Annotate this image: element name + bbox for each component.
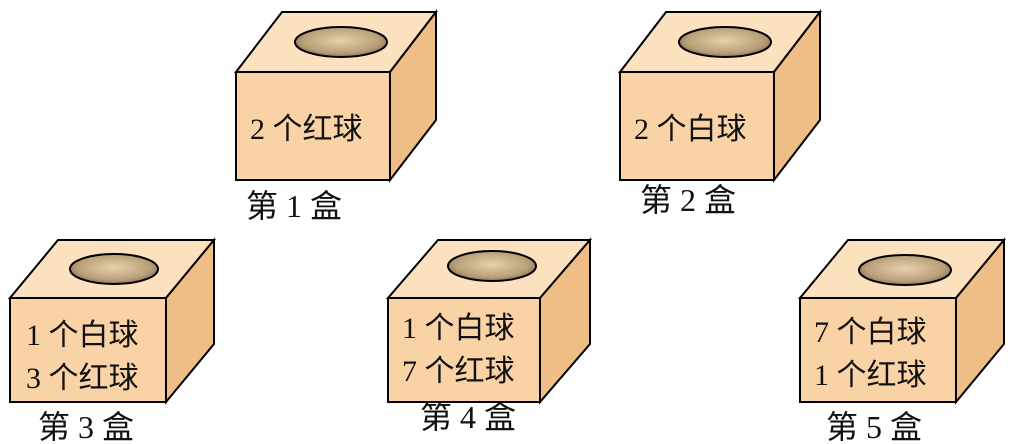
box-5: 7 个白球 1 个红球 第 5 盒 xyxy=(797,237,1007,444)
box-1: 2 个红球 第 1 盒 xyxy=(233,9,439,224)
box-2-hole xyxy=(678,26,772,58)
box-1-hole xyxy=(294,26,388,58)
box-2-line-1: 2 个白球 xyxy=(634,113,747,146)
box-3-line-1: 1 个白球 xyxy=(26,319,139,352)
box-3-front-face xyxy=(9,297,167,403)
box-3-label: 第 3 盒 xyxy=(38,409,134,444)
box-3: 1 个白球 3 个红球 第 3 盒 xyxy=(7,237,217,444)
box-1-label: 第 1 盒 xyxy=(246,188,342,224)
box-1-line-1: 2 个红球 xyxy=(250,113,363,146)
box-4-front-face xyxy=(387,297,541,403)
box-1-front-face xyxy=(235,71,391,181)
box-5-hole xyxy=(858,254,952,286)
box-3-hole xyxy=(69,253,159,285)
box-4: 1 个白球 7 个红球 第 4 盒 xyxy=(385,237,593,435)
box-2-label: 第 2 盒 xyxy=(640,182,736,218)
box-2: 2 个白球 第 2 盒 xyxy=(617,9,823,218)
box-4-line-2: 7 个红球 xyxy=(402,355,515,388)
box-5-label: 第 5 盒 xyxy=(826,409,922,444)
box-5-front-face xyxy=(799,297,957,403)
box-5-line-1: 7 个白球 xyxy=(814,316,927,349)
box-4-line-1: 1 个白球 xyxy=(402,312,515,345)
box-4-hole xyxy=(447,250,537,282)
box-4-label: 第 4 盒 xyxy=(420,399,516,435)
box-5-line-2: 1 个红球 xyxy=(814,359,927,392)
box-2-front-face xyxy=(619,71,775,181)
box-3-line-2: 3 个红球 xyxy=(26,362,139,395)
